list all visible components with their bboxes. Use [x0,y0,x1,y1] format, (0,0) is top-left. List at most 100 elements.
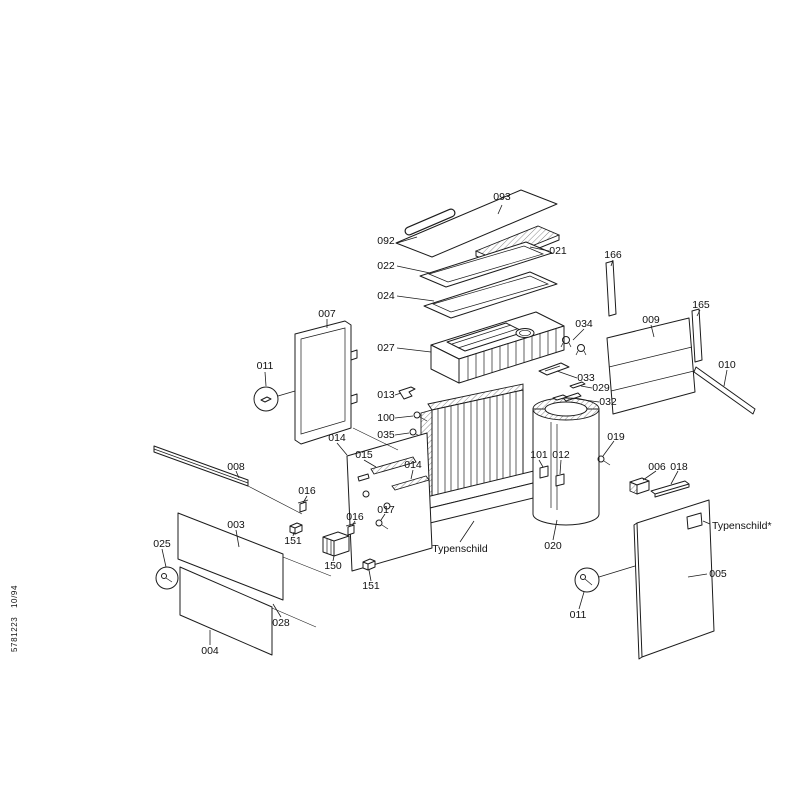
part-label-166: 166 [604,249,622,261]
part-005-side-panel [633,499,715,660]
part-label-165: 165 [692,299,710,311]
part-label-015: 015 [355,449,373,461]
heat-exchanger-fins [437,392,517,501]
part-label-012: 012 [552,449,570,461]
part-024-panel [423,271,558,319]
flue-collar [515,328,535,338]
part-label-004: 004 [201,645,219,657]
part-label-024: 024 [377,290,395,302]
guide-lines [247,427,399,628]
part-027-louvers [467,329,557,380]
right-panels [605,260,756,415]
part-label-020: 020 [544,540,562,552]
part-label-006: 006 [648,461,666,473]
part-label-011: 011 [257,360,274,372]
part-label-151: 151 [284,535,302,547]
part-033-bracket [538,362,570,376]
typenschild-plate [686,512,703,530]
part-029-piece [569,381,586,389]
part-label-029: 029 [592,382,610,394]
part-label-typenschild: Typenschild* [712,520,772,532]
part-label-035: 035 [377,429,395,441]
part-012-piece [555,473,565,487]
left-small-parts [398,386,428,439]
part-label-025: 025 [153,538,171,550]
part-label-011: 011 [570,609,587,621]
part-label-092: 092 [377,235,395,247]
part-016-plug-a [297,499,309,513]
part-020-top-inner [544,401,588,417]
part-011-right-detail [574,567,600,593]
part-label-014: 014 [328,432,346,444]
part-label-010: 010 [718,359,736,371]
part-label-028: 028 [272,617,290,629]
part-151-nut-a [289,522,303,535]
part-label-007: 007 [318,308,336,320]
part-003-front-panel [177,512,284,601]
part-024-inner-line [431,275,550,313]
part-027-grid-lines [451,324,518,349]
part-label-021: 021 [549,245,567,257]
part-label-151: 151 [362,580,380,592]
part-033-inner [544,365,561,372]
part-017-screw [375,519,389,530]
part-label-101: 101 [530,449,548,461]
part-label-typenschild: Typenschild [432,543,488,555]
part-label-017: 017 [377,504,395,516]
part-020-body [532,408,600,526]
document-code: 5781223 [10,617,19,652]
part-165-strip [691,308,703,363]
flue-collar-inner [519,329,531,337]
heat-exchanger [413,383,563,524]
document-date: 10/94 [10,585,19,608]
part-092-slot-strip [404,208,456,236]
part-label-009: 009 [642,314,660,326]
part-label-022: 022 [377,260,395,272]
part-019-screw [597,455,611,466]
part-022-inner-line [427,245,545,283]
part-022-frame-panel [419,241,553,288]
part-150-box [322,531,350,557]
part-007-door-panel [294,320,358,445]
part-label-013: 013 [377,389,395,401]
part-014-strip [391,475,430,491]
part-label-003: 003 [227,519,245,531]
part-label-016: 016 [346,511,364,523]
part-011-left-detail [253,386,279,412]
part-label-027: 027 [377,342,395,354]
part-label-033: 033 [577,372,595,384]
part-009-grooves [608,346,695,392]
part-020-seam [550,422,558,510]
part-label-100: 100 [377,412,395,424]
part-025-detail [155,566,179,590]
part-label-005: 005 [709,568,727,580]
top-panel-stack [395,189,561,319]
part-labels: 093 092 021 022 024 166 165 009 007 034 027 010 011 0… [153,191,771,657]
part-004-front-panel [179,566,273,656]
right-lower-parts [574,477,715,660]
part-label-032: 032 [599,396,617,408]
part-label-150: 150 [324,560,342,572]
part-018-strip [650,480,690,498]
part-101-bracket [539,465,549,479]
part-013-bracket [398,386,416,400]
part-label-093: 093 [493,191,511,203]
part-151-nut-b [362,558,376,571]
part-label-014: 014 [404,459,422,471]
part-015-strip [370,456,417,475]
part-label-034: 034 [575,318,593,330]
burner-box [430,311,565,384]
part-009-side-panel [606,317,696,415]
part-label-008: 008 [227,461,245,473]
part-166-strip [605,260,617,317]
part-093-top-cover [395,189,558,258]
left-panels [153,320,433,656]
part-020-top-fitting [552,394,568,401]
part-label-019: 019 [607,431,625,443]
part-034-clamps [560,336,587,356]
leader-lines [161,204,728,645]
part-label-016: 016 [298,485,316,497]
part-label-018: 018 [670,461,688,473]
